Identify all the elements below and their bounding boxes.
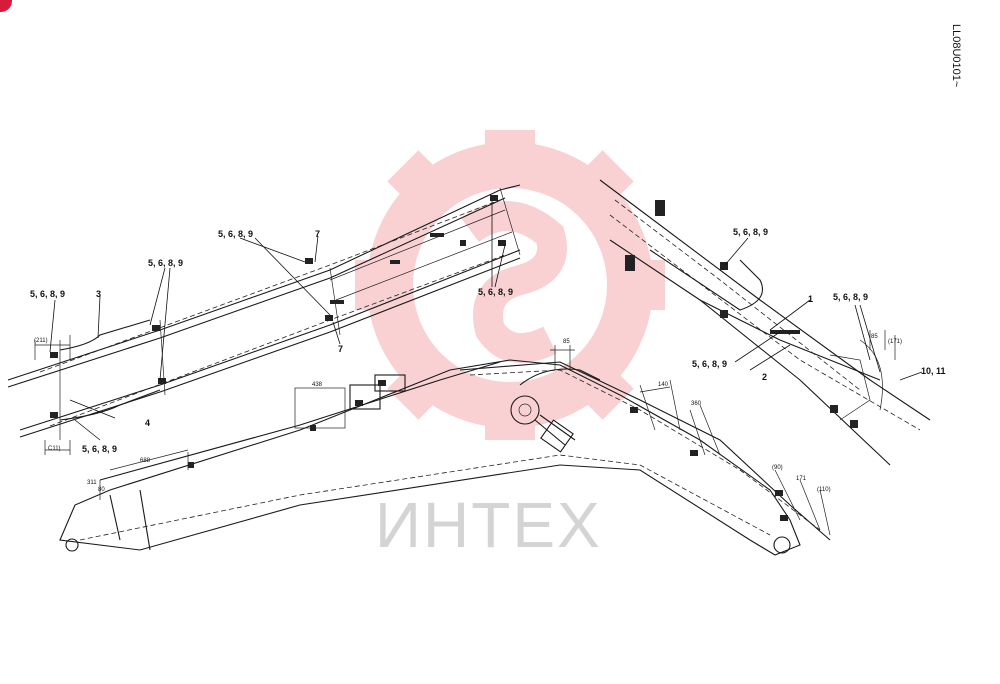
callout-set-far-right: 5, 6, 8, 9 — [833, 292, 868, 302]
dim-90: (90) — [772, 465, 783, 471]
callout-labels: 5, 6, 8, 9 5, 6, 8, 9 5, 6, 8, 9 5, 6, 8… — [30, 227, 946, 454]
dim-85: 85 — [563, 339, 570, 345]
main-boom-side-view — [59, 359, 831, 556]
dim-c11: C11) — [48, 446, 61, 452]
dim-211: (211) — [34, 338, 48, 344]
callout-set-upper-right: 5, 6, 8, 9 — [478, 287, 513, 297]
right-boom-detail — [599, 179, 931, 466]
callout-part-10-11: 10, 11 — [921, 366, 946, 376]
document-code: LL08U0101~ — [950, 24, 962, 88]
callout-part-2: 2 — [762, 372, 767, 382]
callout-set-mid-left: 5, 6, 8, 9 — [148, 258, 183, 268]
left-arm-assembly — [7, 184, 521, 440]
dimension-lines — [34, 330, 896, 536]
dim-360: 360 — [691, 401, 702, 407]
dim-438: 438 — [312, 382, 323, 388]
callout-set-right-lower: 5, 6, 8, 9 — [692, 359, 727, 369]
dim-85-right: 85 — [871, 334, 878, 340]
callout-part-7-top: 7 — [315, 229, 320, 239]
callout-set-center: 5, 6, 8, 9 — [218, 229, 253, 239]
dim-171: 171 — [796, 476, 807, 482]
callout-set-mid-right: 5, 6, 8, 9 — [733, 227, 768, 237]
callout-part-7-bottom: 7 — [338, 344, 343, 354]
dim-171-right: (171) — [888, 339, 902, 345]
callout-part-1: 1 — [808, 294, 813, 304]
callout-set-top-left: 5, 6, 8, 9 — [30, 289, 65, 299]
callout-part-4: 4 — [145, 418, 150, 428]
dim-140: 140 — [658, 382, 669, 388]
dimension-labels: (211) C11) 311 80 688 438 85 140 360 (90… — [34, 334, 902, 493]
dim-80: 80 — [98, 487, 105, 493]
dim-688: 688 — [140, 458, 151, 464]
callout-set-bottom-left: 5, 6, 8, 9 — [82, 444, 117, 454]
callout-part-3: 3 — [96, 289, 101, 299]
leader-lines — [49, 200, 923, 441]
dim-110: (110) — [817, 487, 831, 493]
dim-311: 311 — [87, 480, 97, 486]
watermark-gear-icon — [355, 130, 665, 440]
watermark-text: ИНТЕХ — [375, 489, 602, 561]
